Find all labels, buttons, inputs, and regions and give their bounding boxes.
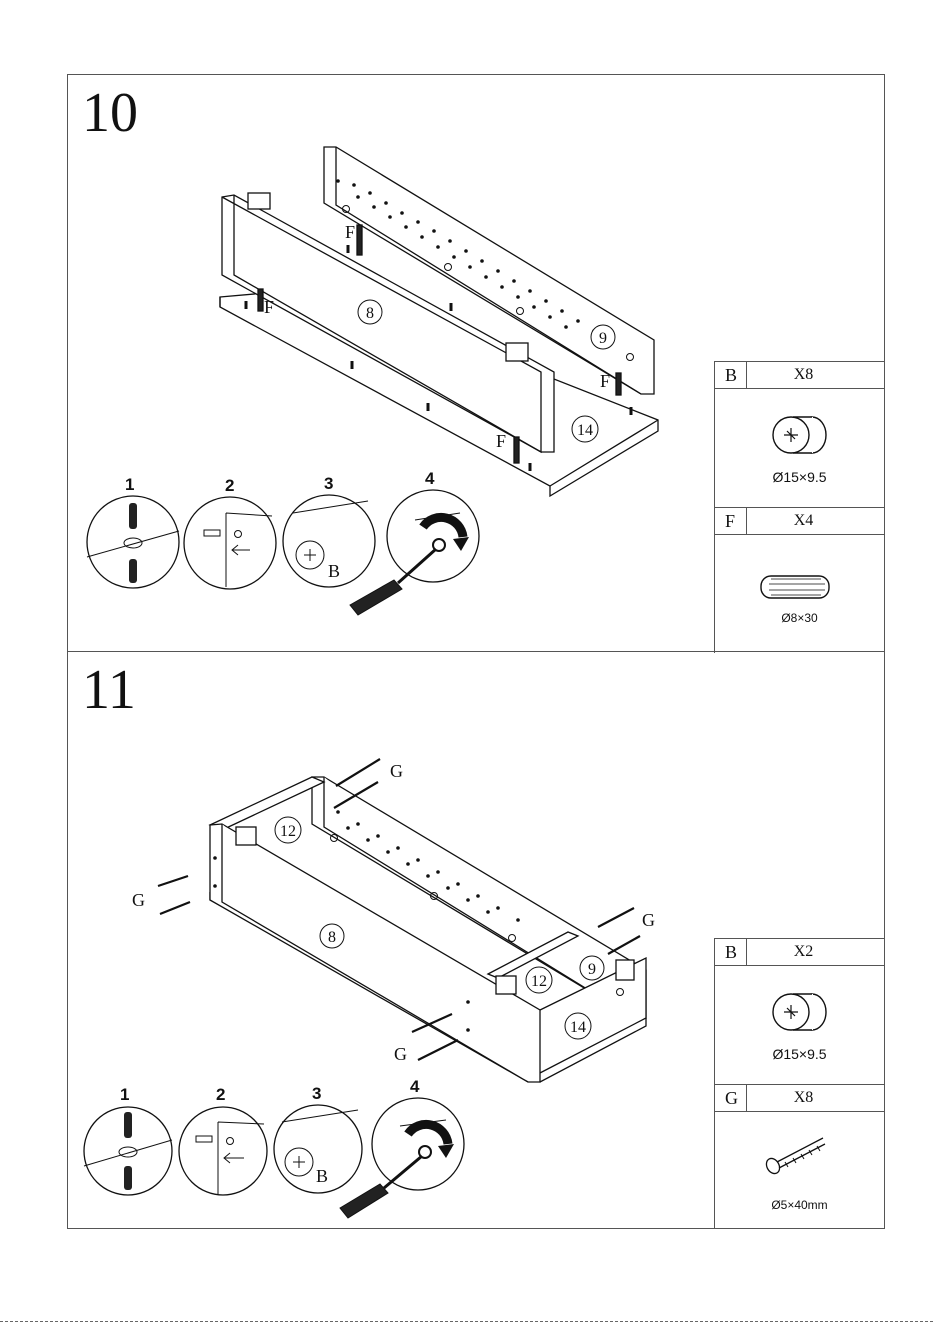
sub-step-letter: B xyxy=(316,1166,328,1186)
sub-step-1: 1 xyxy=(125,475,134,494)
sub-step-4: 4 xyxy=(410,1077,420,1096)
sub-steps: 1 2 3 B 4 xyxy=(84,1077,464,1218)
sub-step-3: 3 xyxy=(312,1084,321,1103)
sub-step-3: 3 xyxy=(324,474,333,493)
panel-label-8: 8 xyxy=(328,929,336,946)
cam-post-icon xyxy=(196,1136,212,1142)
panel-label-8: 8 xyxy=(366,305,374,322)
dowel-icon xyxy=(357,225,362,255)
part-header-f: F X4 xyxy=(715,507,884,535)
screw-icon xyxy=(764,1138,825,1176)
sub-steps: 1 2 3 B 4 xyxy=(87,469,479,615)
dowel-icon xyxy=(129,503,137,529)
panel-label-14: 14 xyxy=(577,422,593,439)
part-body-g: Ø5×40mm xyxy=(715,1112,884,1231)
parts-list: B X2 Ø15×9.5 G X8 xyxy=(714,938,884,1229)
callout-f: F xyxy=(345,222,355,242)
dowel-icon xyxy=(129,559,137,583)
part-dimension: Ø5×40mm xyxy=(715,1198,884,1212)
panel-label-9: 9 xyxy=(588,961,596,978)
sub-step-2: 2 xyxy=(216,1085,225,1104)
cam-lock-icon xyxy=(773,417,826,453)
panel-label-12: 12 xyxy=(531,973,547,990)
step-10-panel: 10 xyxy=(67,74,885,652)
dowel-icon xyxy=(124,1166,132,1190)
part-dimension: Ø15×9.5 xyxy=(715,469,884,485)
panel-12-board xyxy=(210,777,324,830)
part-dimension: Ø15×9.5 xyxy=(715,1046,884,1062)
part-header-b: B X2 xyxy=(715,938,884,966)
callout-g: G xyxy=(390,761,403,781)
dowel-icon xyxy=(124,1112,132,1138)
parts-list: B X8 Ø15×9.5 F X4 xyxy=(714,361,884,653)
part-body-b: Ø15×9.5 xyxy=(715,966,884,1084)
bracket-icon xyxy=(616,960,634,980)
sub-step-1: 1 xyxy=(120,1085,129,1104)
panel-label-9: 9 xyxy=(599,330,607,347)
sub-step-2: 2 xyxy=(225,476,234,495)
cam-lock-icon xyxy=(773,994,826,1030)
part-header-b: B X8 xyxy=(715,361,884,389)
part-header-g: G X8 xyxy=(715,1084,884,1112)
part-body-b: Ø15×9.5 xyxy=(715,389,884,507)
callout-g: G xyxy=(642,910,655,930)
callout-f: F xyxy=(264,297,274,317)
dowel-icon xyxy=(258,289,263,311)
panel-label-14: 14 xyxy=(570,1019,586,1036)
callout-g: G xyxy=(132,890,145,910)
bracket-icon xyxy=(236,827,256,845)
sub-step-4: 4 xyxy=(425,469,435,488)
sub-step-letter: B xyxy=(328,561,340,581)
page-edge-divider xyxy=(0,1321,933,1322)
dowel-icon xyxy=(514,437,519,463)
cam-post-icon xyxy=(204,530,220,536)
callout-f: F xyxy=(600,371,610,391)
bracket-icon xyxy=(248,193,270,209)
panel-label-12: 12 xyxy=(280,823,296,840)
callout-g: G xyxy=(394,1044,407,1064)
wooden-dowel-icon xyxy=(761,576,829,598)
step-11-panel: 11 xyxy=(67,652,885,1229)
bracket-icon xyxy=(496,976,516,994)
dowel-icon xyxy=(616,373,621,395)
part-dimension: Ø8×30 xyxy=(715,611,884,625)
part-body-f: Ø8×30 xyxy=(715,535,884,655)
callout-f: F xyxy=(496,431,506,451)
bracket-icon xyxy=(506,343,528,361)
